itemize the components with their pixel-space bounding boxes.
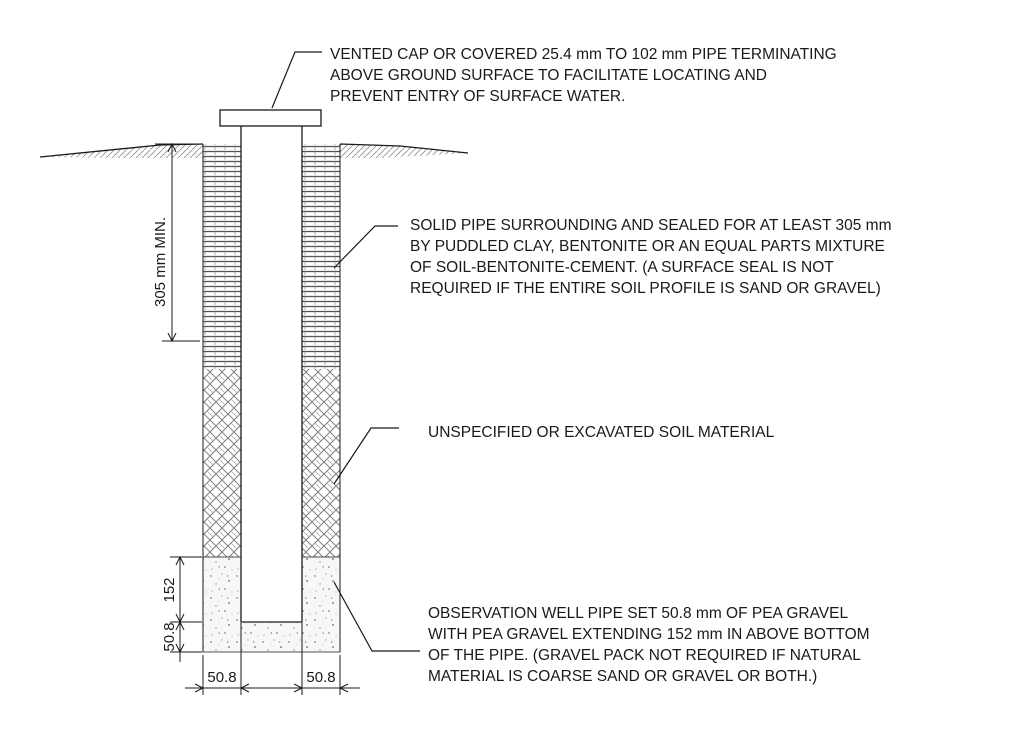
- dimension-right-annulus-label: 50.8: [306, 669, 335, 686]
- dimension-annulus: [185, 623, 360, 695]
- note-gravel-pack: OBSERVATION WELL PIPE SET 50.8 mm OF PEA…: [428, 605, 870, 685]
- surface-seal-fill: [203, 144, 340, 369]
- dimension-gravel-above-bottom-label: 152: [161, 577, 178, 602]
- dimension-seal-depth: [155, 142, 200, 343]
- leader-lines: [271, 51, 420, 652]
- dimension-gravel-vertical: [170, 555, 202, 662]
- ground-surface: [39, 143, 469, 158]
- note-vented-cap: VENTED CAP OR COVERED 25.4 mm TO 102 mm …: [330, 46, 837, 105]
- note-surface-seal: SOLID PIPE SURROUNDING AND SEALED FOR AT…: [410, 217, 892, 297]
- dimension-left-annulus-label: 50.8: [207, 669, 236, 686]
- dimension-gravel-below-pipe-label: 50.8: [161, 622, 178, 651]
- soil-backfill: [203, 369, 340, 557]
- well-pipe: [240, 126, 303, 623]
- dimension-seal-depth-label: 305 mm MIN.: [152, 217, 169, 307]
- vented-cap: [219, 109, 322, 127]
- note-soil-material: UNSPECIFIED OR EXCAVATED SOIL MATERIAL: [428, 424, 775, 441]
- borehole-walls: [202, 144, 341, 652]
